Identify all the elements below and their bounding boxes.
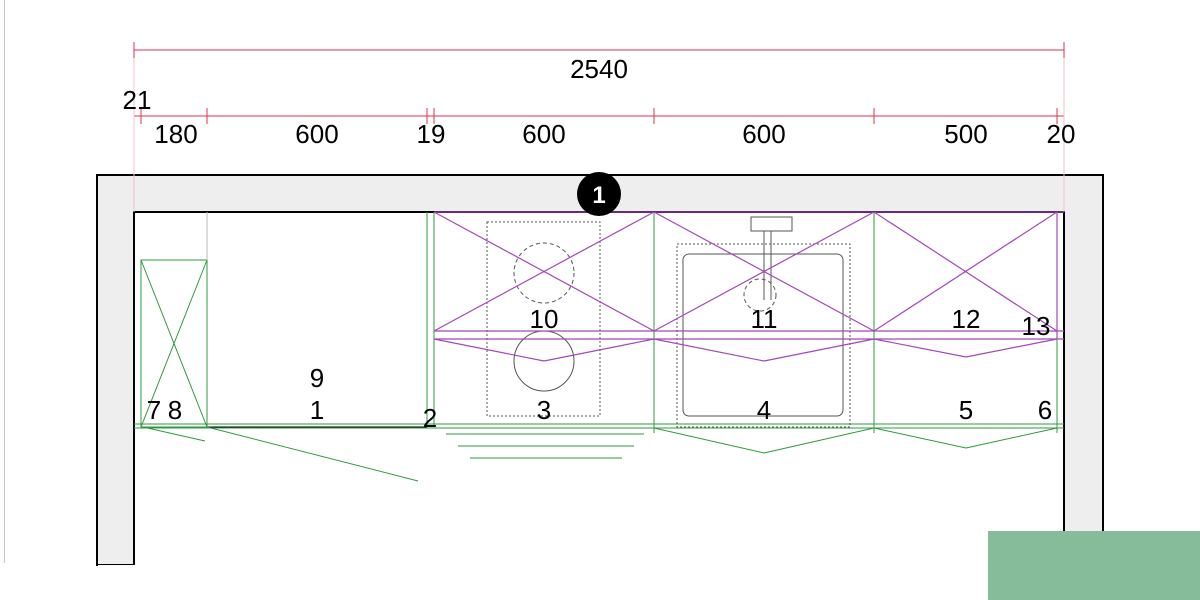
dimension-segment: 600 xyxy=(295,119,338,149)
hood-outline xyxy=(486,221,601,417)
item-numbers: 1 2 3 4 5 6 7 8 9 10 11 12 13 xyxy=(147,304,1052,433)
dimension-segment: 500 xyxy=(944,119,987,149)
dimension-segment: 20 xyxy=(1047,119,1076,149)
dimension-segment: 21 xyxy=(123,85,152,115)
dimension-labels: 2540 21 180 600 19 600 600 500 20 xyxy=(123,54,1076,149)
dimension-overall: 2540 xyxy=(570,54,628,84)
dimension-segment: 600 xyxy=(522,119,565,149)
appliances xyxy=(486,216,851,428)
fridge-outline xyxy=(676,243,851,428)
dimension-segment: 19 xyxy=(417,119,446,149)
wall-marker: 1 xyxy=(577,172,621,216)
item-number: 3 xyxy=(537,395,551,425)
wall-outline xyxy=(96,174,1104,600)
hob-ring-icon xyxy=(513,242,575,304)
item-number: 8 xyxy=(168,395,182,425)
color-swatch xyxy=(988,531,1200,600)
item-number: 6 xyxy=(1038,395,1052,425)
sink-drain-icon xyxy=(743,278,777,312)
item-number: 9 xyxy=(310,363,324,393)
wall-marker-label: 1 xyxy=(592,182,605,209)
item-number: 11 xyxy=(751,304,778,334)
dimension-lines xyxy=(133,42,1065,212)
fridge-door xyxy=(682,253,844,417)
base-units xyxy=(134,212,1064,482)
wall-units xyxy=(433,211,1064,362)
item-number: 7 xyxy=(147,395,161,425)
dimension-segment: 600 xyxy=(742,119,785,149)
item-number: 12 xyxy=(952,304,981,334)
item-number: 5 xyxy=(959,395,973,425)
item-number: 10 xyxy=(530,304,559,334)
item-number: 2 xyxy=(423,403,437,433)
item-number: 4 xyxy=(757,395,771,425)
dimension-segment: 180 xyxy=(154,119,197,149)
item-number: 13 xyxy=(1022,311,1051,341)
item-number: 1 xyxy=(310,395,324,425)
page-left-edge xyxy=(4,0,5,563)
